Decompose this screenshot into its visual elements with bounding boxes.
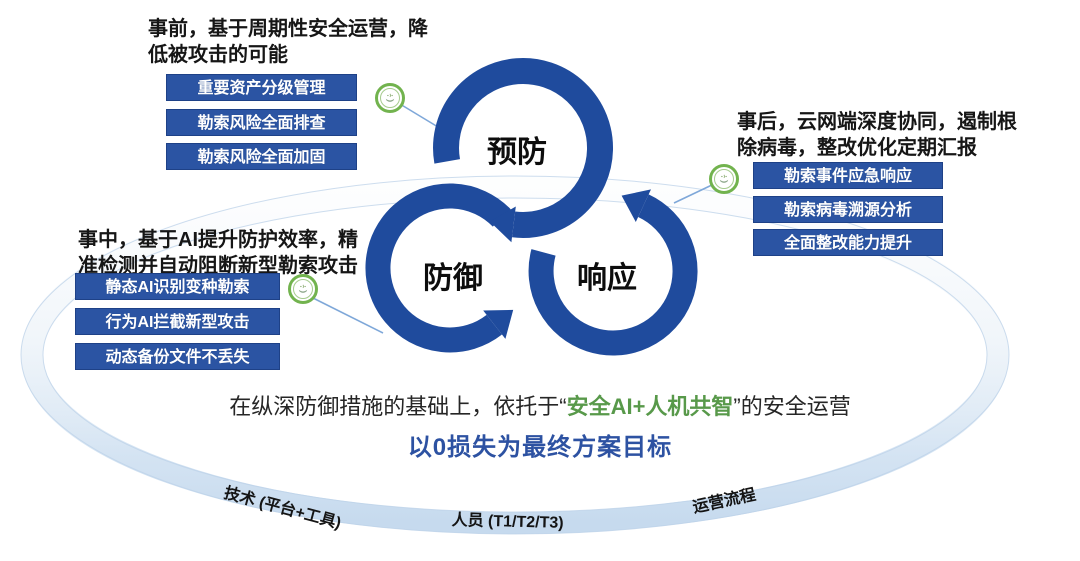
connector-line-during xyxy=(312,297,384,334)
ai-service-badge-icon xyxy=(709,164,739,194)
connector-lines xyxy=(312,103,715,334)
phase-before-item: 重要资产分级管理 xyxy=(166,74,357,101)
cycle-label-defense: 防御 xyxy=(423,262,483,295)
cycle-arrowheads xyxy=(483,189,651,339)
defense-arrowhead xyxy=(483,309,514,339)
response-arrowhead xyxy=(621,189,651,222)
phase-before-item: 勒索风险全面排查 xyxy=(166,109,357,136)
cycle-rings xyxy=(365,58,698,356)
foundation-label-personnel: 人员 (T1/T2/T3) xyxy=(451,511,564,532)
phase-before-item: 勒索风险全面加固 xyxy=(166,143,357,170)
ai-service-icon xyxy=(293,279,313,299)
ai-service-icon xyxy=(380,88,400,108)
phase-before-title: 事前，基于周期性安全运营，降低被攻击的可能 xyxy=(148,18,428,66)
ai-service-badge-icon xyxy=(375,83,405,113)
cycle-label-prevention: 预防 xyxy=(487,136,547,169)
goal-statement: 以0损失为最终方案目标 xyxy=(407,434,673,461)
open-quote: “ xyxy=(559,394,567,419)
connector-line-after xyxy=(673,183,715,204)
prevention-ring xyxy=(433,58,614,238)
phase-after-item: 勒索病毒溯源分析 xyxy=(753,196,943,223)
prevention-arrowhead xyxy=(489,206,516,243)
cycle-label-response: 响应 xyxy=(577,262,637,295)
connector-line-before xyxy=(399,103,439,128)
phase-during-item: 行为AI拦截新型攻击 xyxy=(75,308,280,335)
foundation-ellipse-band xyxy=(20,175,1010,535)
phase-during-item: 静态AI识别变种勒索 xyxy=(75,273,280,300)
summary-highlight: 安全AI+人机共智 xyxy=(566,394,734,419)
summary-suffix: 的安全运营 xyxy=(740,394,851,419)
phase-during-item: 动态备份文件不丢失 xyxy=(75,343,280,370)
phase-after-item: 勒索事件应急响应 xyxy=(753,162,943,189)
defense-ring xyxy=(365,183,511,353)
ai-service-icon xyxy=(714,169,734,189)
phase-during-title: 事中，基于AI提升防护效率，精准检测并自动阻断新型勒索攻击 xyxy=(78,229,358,277)
summary-statement: 在纵深防御措施的基础上，依托于“安全AI+人机共智”的安全运营 xyxy=(0,389,1080,421)
summary-prefix: 在纵深防御措施的基础上，依托于 xyxy=(229,394,560,419)
ai-service-badge-icon xyxy=(288,274,318,304)
phase-after-title: 事后，云网端深度协同，遏制根除病毒，整改优化定期汇报 xyxy=(737,111,1017,159)
close-quote: ” xyxy=(733,394,741,419)
response-ring xyxy=(528,194,698,356)
phase-after-item: 全面整改能力提升 xyxy=(753,229,943,256)
